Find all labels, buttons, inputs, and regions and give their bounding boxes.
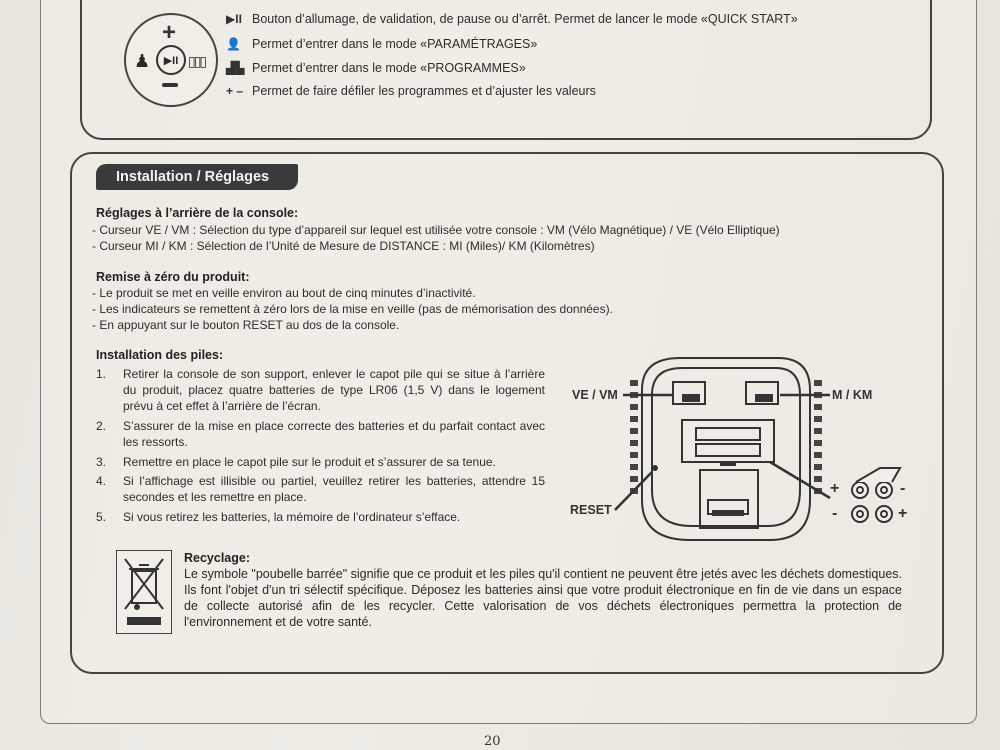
step-number: 2. bbox=[96, 419, 107, 433]
recycling-heading: Recyclage: bbox=[184, 551, 251, 565]
control-desc-4: + – Permet de faire défiler les programm… bbox=[226, 84, 596, 98]
battery-step: 3. Remettre en place le capot pile sur l… bbox=[96, 454, 546, 470]
control-desc-text: Permet d’entrer dans le mode «PARAMÉTRAG… bbox=[252, 37, 538, 51]
plus-icon: + bbox=[162, 19, 177, 46]
control-desc-text: Bouton d’allumage, de validation, de pau… bbox=[252, 12, 798, 26]
console-dial: + ♟ ▶II ▯▯▯ bbox=[124, 13, 218, 107]
battery-step: 1. Retirer la console de son support, en… bbox=[96, 366, 546, 414]
reset-line: - En appuyant sur le bouton RESET au dos… bbox=[92, 318, 400, 332]
bars-icon: ▟▙ bbox=[226, 61, 245, 75]
minus-icon bbox=[162, 83, 178, 87]
step-number: 5. bbox=[96, 510, 107, 524]
control-desc-2: 👤 Permet d’entrer dans le mode «PARAMÉTR… bbox=[226, 37, 537, 51]
rear-setting-line: - Curseur VE / VM : Sélection du type d’… bbox=[92, 223, 780, 237]
person-icon: 👤 bbox=[226, 37, 241, 51]
person-icon: ♟ bbox=[134, 51, 151, 71]
battery-step: 5. Si vous retirez les batteries, la mém… bbox=[96, 509, 546, 525]
control-desc-text: Permet de faire défiler les programmes e… bbox=[252, 84, 596, 98]
control-desc-1: ▶II Bouton d’allumage, de validation, de… bbox=[226, 12, 798, 26]
polarity-minus: - bbox=[900, 480, 906, 497]
step-text: Si l’affichage est illisible ou partiel,… bbox=[123, 474, 545, 504]
rear-setting-line: - Curseur MI / KM : Sélection de l’Unité… bbox=[92, 239, 595, 253]
ve-vm-label: VE / VM bbox=[572, 388, 618, 402]
step-number: 4. bbox=[96, 474, 107, 488]
control-desc-3: ▟▙ Permet d’entrer dans le mode «PROGRAM… bbox=[226, 61, 526, 75]
control-desc-text: Permet d’entrer dans le mode «PROGRAMMES… bbox=[252, 61, 526, 75]
page-sheet bbox=[40, 0, 977, 724]
step-text: Retirer la console de son support, enlev… bbox=[123, 367, 545, 413]
controls-box bbox=[80, 0, 932, 140]
console-rear-diagram: VE / VM M / KM RESET + - - + bbox=[560, 350, 940, 545]
polarity-plus: + bbox=[898, 505, 908, 522]
battery-step: 4. Si l’affichage est illisible ou parti… bbox=[96, 473, 546, 505]
plus-minus-icon: + – bbox=[226, 84, 244, 98]
reset-heading: Remise à zéro du produit: bbox=[96, 270, 250, 284]
rear-settings-heading: Réglages à l’arrière de la console: bbox=[96, 206, 299, 220]
console-rear-illustration bbox=[614, 357, 902, 541]
step-text: Remettre en place le capot pile sur le p… bbox=[123, 455, 496, 469]
reset-line: - Le produit se met en veille environ au… bbox=[92, 286, 476, 300]
batteries-heading: Installation des piles: bbox=[96, 348, 224, 362]
battery-step: 2. S’assurer de la mise en place correct… bbox=[96, 418, 546, 450]
installation-box bbox=[70, 152, 944, 674]
play-pause-icon: ▶II bbox=[156, 45, 186, 75]
step-text: S’assurer de la mise en place correcte d… bbox=[123, 419, 545, 449]
page-number: 20 bbox=[484, 734, 501, 749]
m-km-label: M / KM bbox=[832, 388, 873, 402]
reset-label: RESET bbox=[570, 503, 612, 517]
crossed-bin-icon bbox=[116, 550, 172, 634]
step-number: 3. bbox=[96, 455, 107, 469]
recycling-text: Le symbole "poubelle barrée" signifie qu… bbox=[184, 567, 902, 629]
step-number: 1. bbox=[96, 367, 107, 381]
play-pause-icon: ▶II bbox=[226, 12, 242, 26]
step-text: Si vous retirez les batteries, la mémoir… bbox=[123, 510, 461, 524]
section-title: Installation / Réglages bbox=[96, 164, 298, 190]
reset-line: - Les indicateurs se remettent à zéro lo… bbox=[92, 302, 613, 316]
bars-icon: ▯▯▯ bbox=[188, 53, 207, 69]
polarity-plus: + bbox=[830, 480, 840, 497]
polarity-minus: - bbox=[832, 505, 838, 522]
